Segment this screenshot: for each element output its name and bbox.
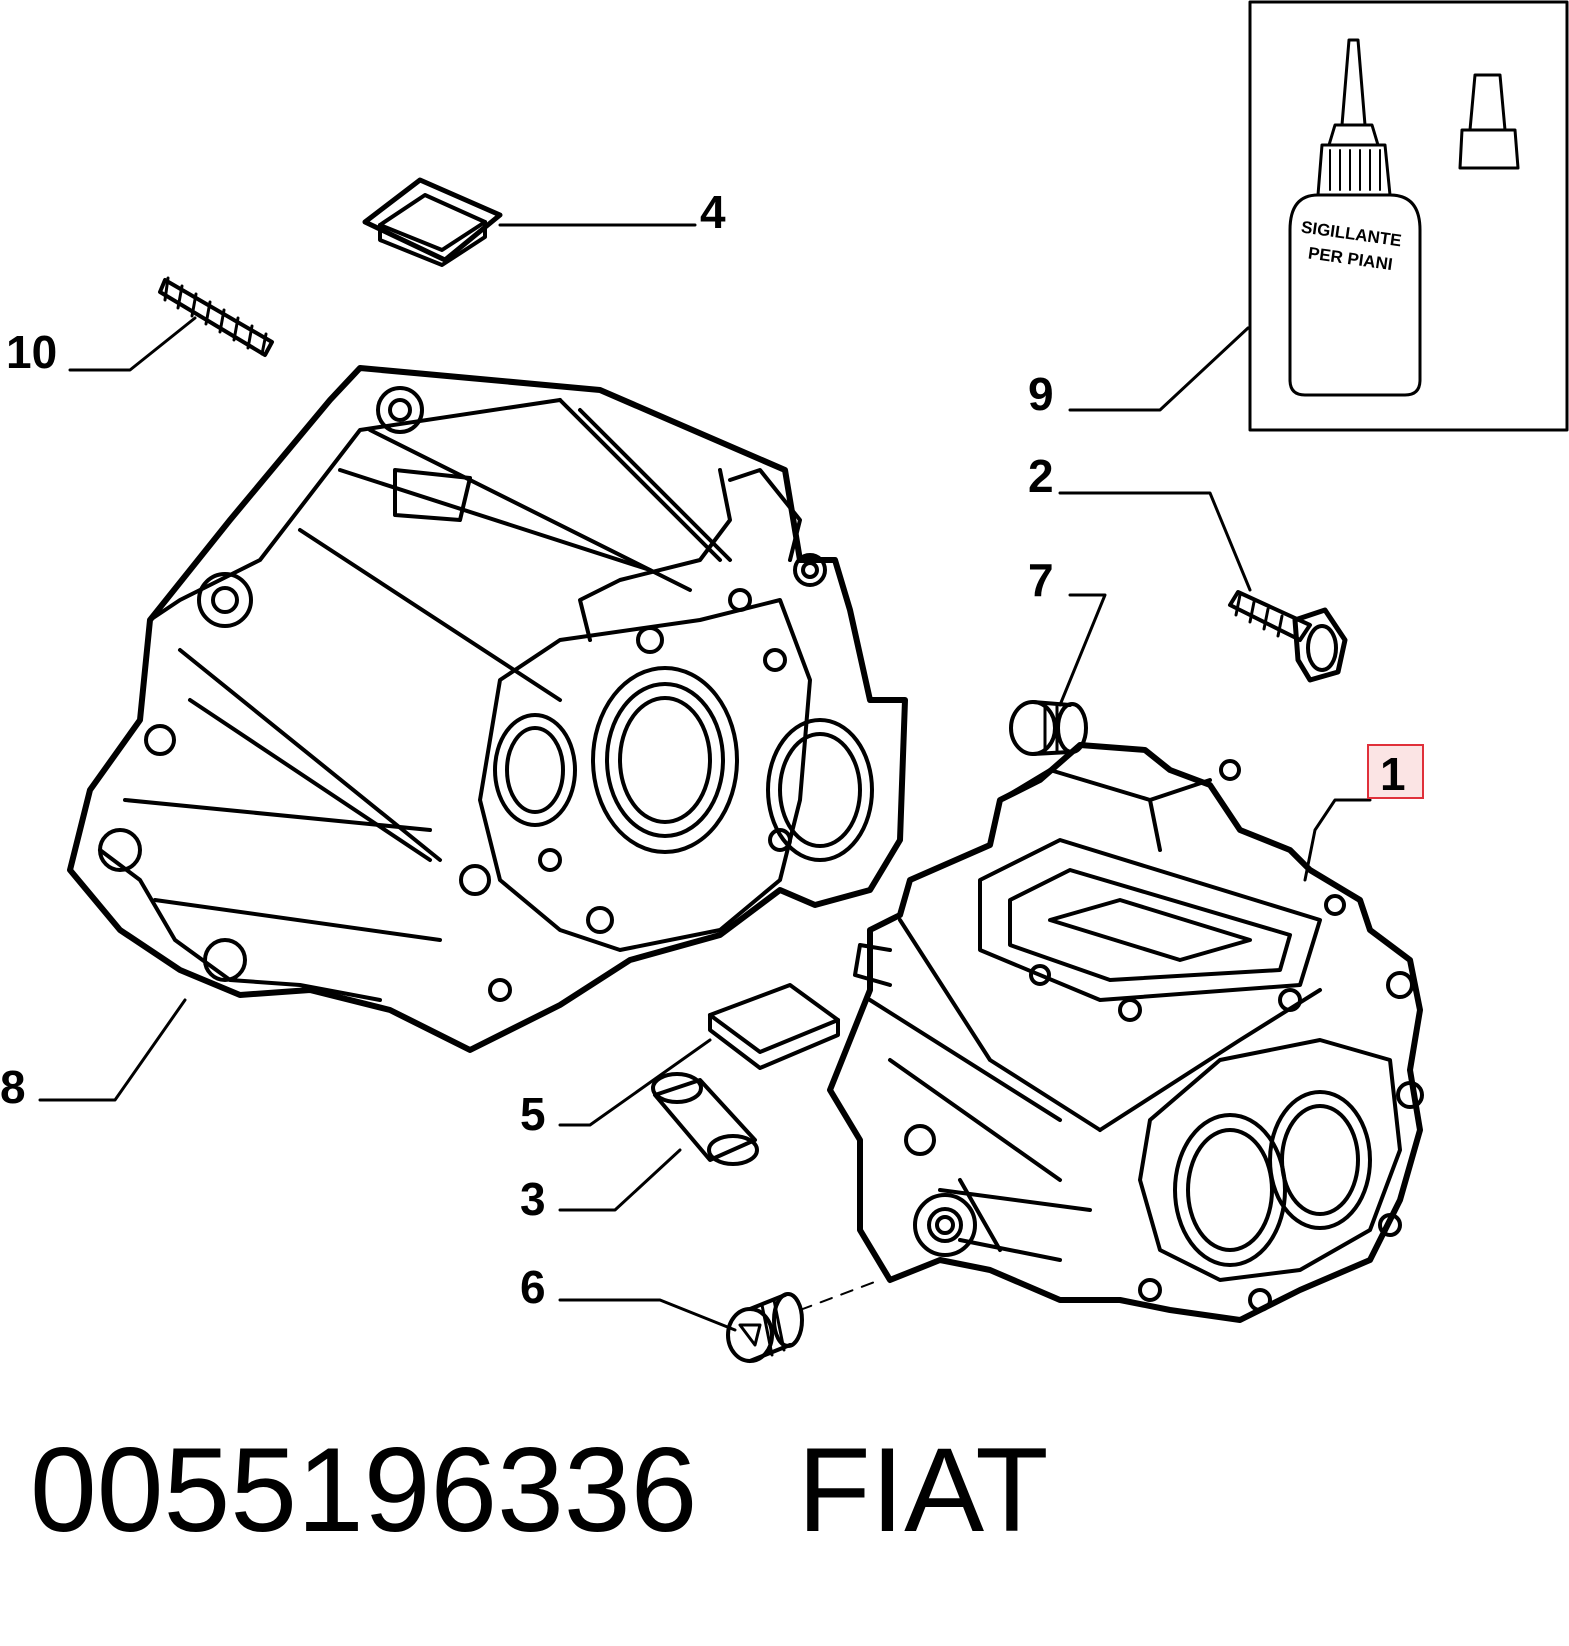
part-10-stud <box>158 276 274 357</box>
inset-sealant-box <box>1248 0 1569 432</box>
label-part-8[interactable]: 8 <box>0 1061 26 1113</box>
part-4-square-plug <box>362 177 503 267</box>
part-5-gasket <box>708 983 840 1070</box>
label-part-6[interactable]: 6 <box>520 1261 546 1313</box>
part-number: 0055196336 <box>30 1423 698 1557</box>
part-1-gearbox-housing <box>827 742 1424 1323</box>
part-6-plug-screw <box>726 1279 881 1363</box>
label-part-1[interactable]: 1 <box>1380 748 1406 800</box>
bottle-label-line-2: PER PIANI <box>1307 243 1394 274</box>
label-part-5[interactable]: 5 <box>520 1088 546 1140</box>
label-part-7[interactable]: 7 <box>1028 554 1054 606</box>
part-number-caption: 0055196336 FIAT <box>30 1430 1049 1550</box>
part-3-dowel <box>651 1072 759 1166</box>
leader-lines <box>38 223 1372 1332</box>
brand-name: FIAT <box>797 1423 1049 1557</box>
label-part-3[interactable]: 3 <box>520 1173 546 1225</box>
part-7-grub-screw <box>1009 700 1088 756</box>
part-2-bolt <box>1228 590 1348 683</box>
label-part-4[interactable]: 4 <box>700 186 726 238</box>
label-part-2[interactable]: 2 <box>1028 450 1054 502</box>
label-part-9[interactable]: 9 <box>1028 368 1054 420</box>
part-8-clutch-housing <box>67 365 908 1053</box>
selected-part-highlight[interactable] <box>1367 744 1424 799</box>
label-part-10[interactable]: 10 <box>6 326 57 378</box>
